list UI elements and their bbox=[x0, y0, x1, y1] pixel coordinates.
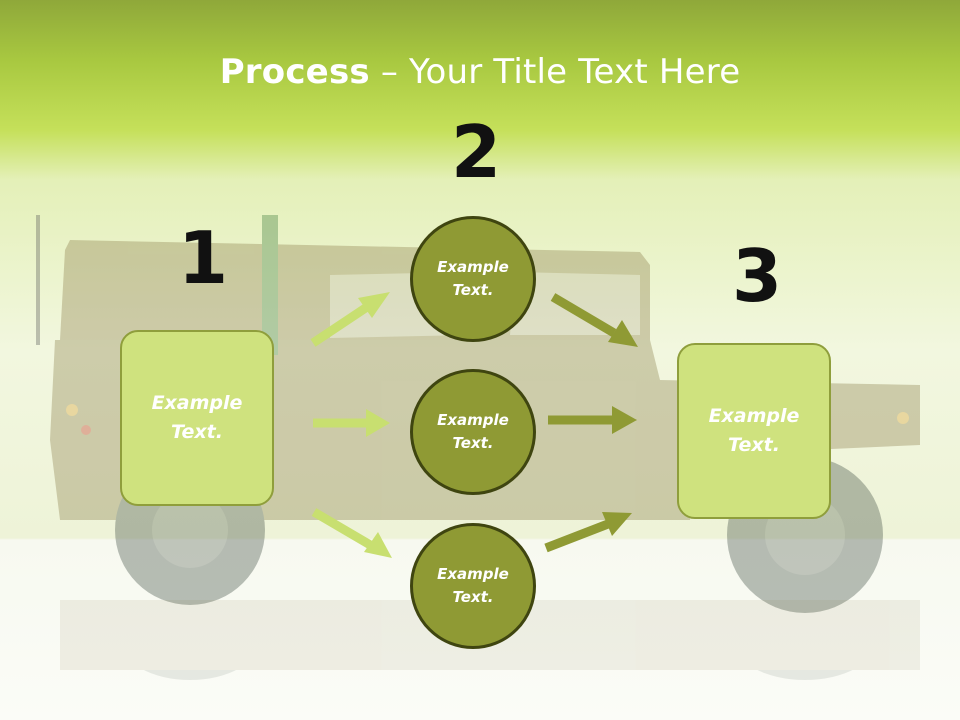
circle-top: Example Text. bbox=[410, 216, 536, 342]
slide-title: Process – Your Title Text Here bbox=[0, 52, 960, 92]
step-1-box-text: Example Text. bbox=[151, 392, 243, 443]
arrow-1-to-circle-top bbox=[310, 292, 390, 347]
title-bold: Process bbox=[219, 52, 370, 92]
circle-middle-text: Example Text. bbox=[437, 411, 509, 452]
step-number-1: 1 bbox=[178, 216, 229, 300]
circle-bottom: Example Text. bbox=[410, 523, 536, 649]
step-1-box: Example Text. bbox=[120, 330, 274, 506]
step-3-box: Example Text. bbox=[677, 343, 831, 519]
circle-top-text: Example Text. bbox=[437, 258, 509, 299]
arrow-circle-bottom-to-3 bbox=[544, 512, 632, 553]
circle-middle: Example Text. bbox=[410, 369, 536, 495]
step-number-3: 3 bbox=[732, 234, 783, 318]
step-3-box-text: Example Text. bbox=[708, 405, 800, 456]
arrow-circle-top-to-3 bbox=[550, 293, 638, 347]
step-number-2: 2 bbox=[451, 110, 502, 194]
arrow-1-to-circle-bottom bbox=[311, 508, 392, 558]
arrow-circle-middle-to-3 bbox=[548, 406, 637, 434]
title-rest: – Your Title Text Here bbox=[369, 52, 741, 92]
arrow-1-to-circle-middle bbox=[313, 409, 390, 437]
circle-bottom-text: Example Text. bbox=[437, 565, 509, 606]
